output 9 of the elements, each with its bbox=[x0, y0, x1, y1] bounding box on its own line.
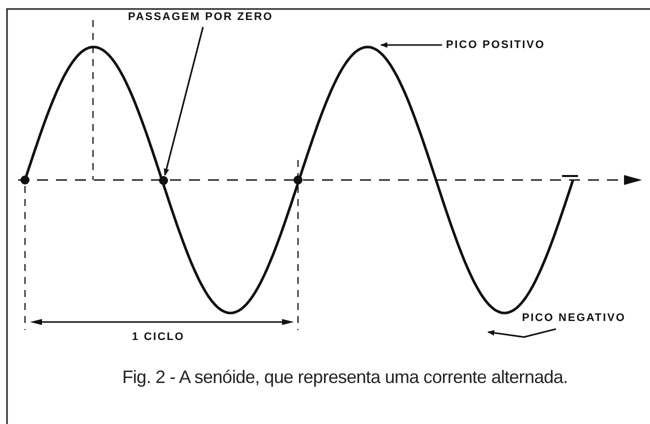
zero-crossing-point bbox=[159, 176, 168, 185]
dimension-label: 1 CICLO bbox=[132, 330, 185, 345]
leader-arrow bbox=[380, 42, 442, 48]
leader-arrow bbox=[487, 328, 556, 338]
callout-label: PASSAGEM POR ZERO bbox=[128, 10, 274, 25]
callout-label: PICO POSITIVO bbox=[446, 38, 546, 53]
callout-label: PICO NEGATIVO bbox=[522, 310, 626, 326]
leader-arrow bbox=[164, 26, 204, 176]
figure-caption: Fig. 2 - A senóide, que representa uma corrente alternada. bbox=[121, 366, 569, 389]
